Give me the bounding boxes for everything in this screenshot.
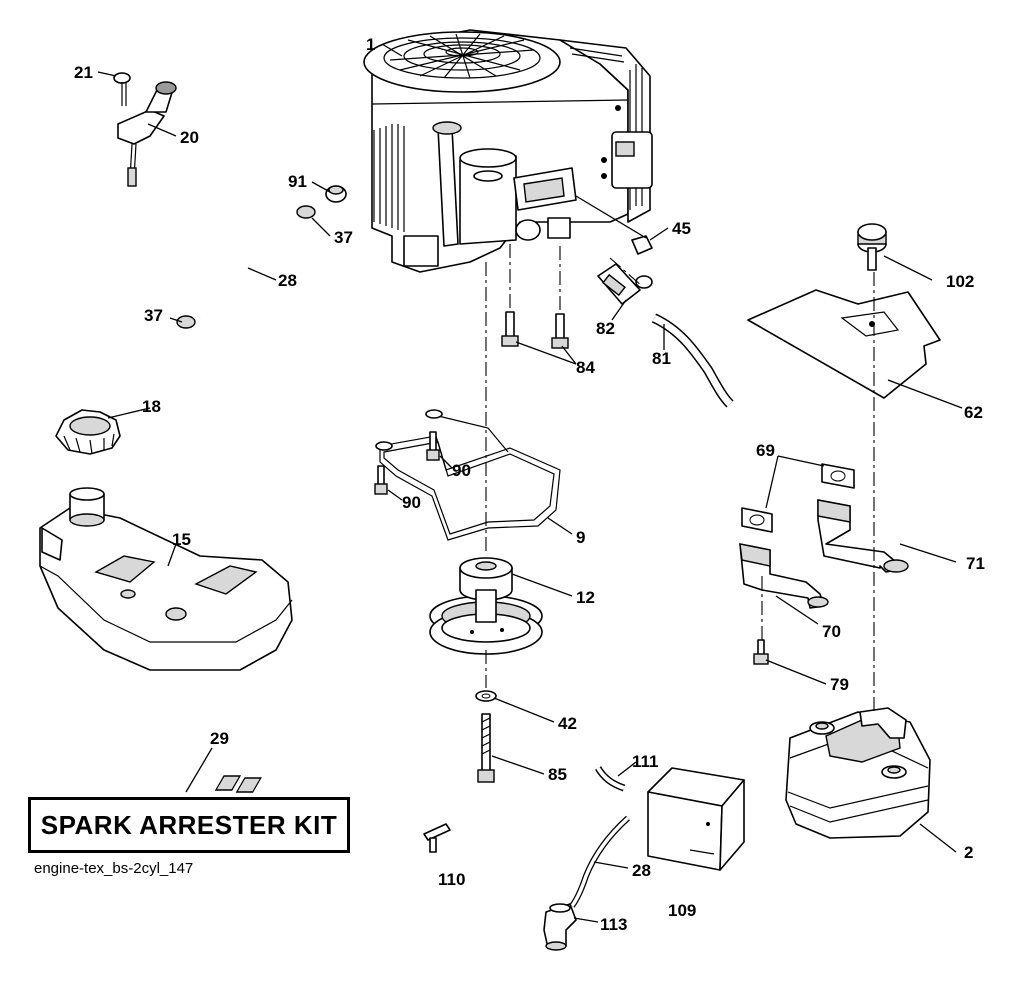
callout-71: 71 <box>966 554 985 573</box>
spark-arrester-kit-box: SPARK ARRESTER KIT <box>28 797 350 853</box>
relay-109-part <box>214 767 745 871</box>
callout-110: 110 <box>438 870 465 889</box>
callout-15: 15 <box>172 530 191 549</box>
callout-91: 91 <box>288 172 307 191</box>
bolt-85-part <box>475 690 497 783</box>
callout-12: 12 <box>576 588 595 607</box>
callout-82: 82 <box>596 319 615 338</box>
callout-102: 102 <box>946 272 974 291</box>
assembly-centerlines <box>485 244 875 712</box>
diagram-reference-code: engine-tex_bs-2cyl_147 <box>34 860 194 877</box>
fuel-filter-part <box>597 235 734 408</box>
callout-2: 2 <box>964 843 973 862</box>
callout-42: 42 <box>558 714 577 733</box>
pin-110-part <box>423 823 451 853</box>
hose-28-part <box>569 815 631 908</box>
callout-81: 81 <box>652 349 671 368</box>
muffler-part <box>785 707 931 839</box>
callout-9: 9 <box>576 528 585 547</box>
engine-part <box>363 29 653 273</box>
callout-29: 29 <box>210 729 229 748</box>
callout-85: 85 <box>548 765 567 784</box>
leader-lines <box>97 43 963 923</box>
callout-90-lower: 90 <box>402 493 421 512</box>
callout-84: 84 <box>576 358 595 377</box>
hose-111-part <box>594 766 626 792</box>
callout-70: 70 <box>822 622 841 641</box>
fuel-line-part <box>176 185 347 329</box>
deflector-plate-part <box>747 289 941 399</box>
knob-102-part <box>857 223 887 271</box>
callout-45: 45 <box>672 219 691 238</box>
callout-90-upper: 90 <box>452 461 471 480</box>
callout-21: 21 <box>74 63 93 82</box>
callout-numbers: 1 21 20 91 37 28 37 45 82 81 84 102 62 1… <box>74 35 985 934</box>
connector-113-part <box>543 903 577 951</box>
callout-111: 111 <box>632 752 659 771</box>
callout-28-upper: 28 <box>278 271 297 290</box>
exhaust-pipes-part <box>739 463 909 665</box>
callout-18: 18 <box>142 397 161 416</box>
pulley-part <box>429 557 543 655</box>
baffle-part <box>374 409 561 541</box>
callout-37-upper: 37 <box>334 228 353 247</box>
throttle-control-part <box>113 72 177 187</box>
callout-28-lower: 28 <box>632 861 651 880</box>
callout-62: 62 <box>964 403 983 422</box>
callout-79: 79 <box>830 675 849 694</box>
spark-arrester-kit-label: SPARK ARRESTER KIT <box>40 809 338 840</box>
callout-109: 109 <box>668 901 696 920</box>
callout-1: 1 <box>366 35 375 54</box>
callout-69: 69 <box>756 441 775 460</box>
callout-37-lower: 37 <box>144 306 163 325</box>
callout-20: 20 <box>180 128 199 147</box>
fuel-cap-part <box>55 409 121 455</box>
callout-113: 113 <box>600 915 627 934</box>
fuel-tank-part <box>39 487 293 671</box>
bolt-84-part <box>501 311 569 349</box>
